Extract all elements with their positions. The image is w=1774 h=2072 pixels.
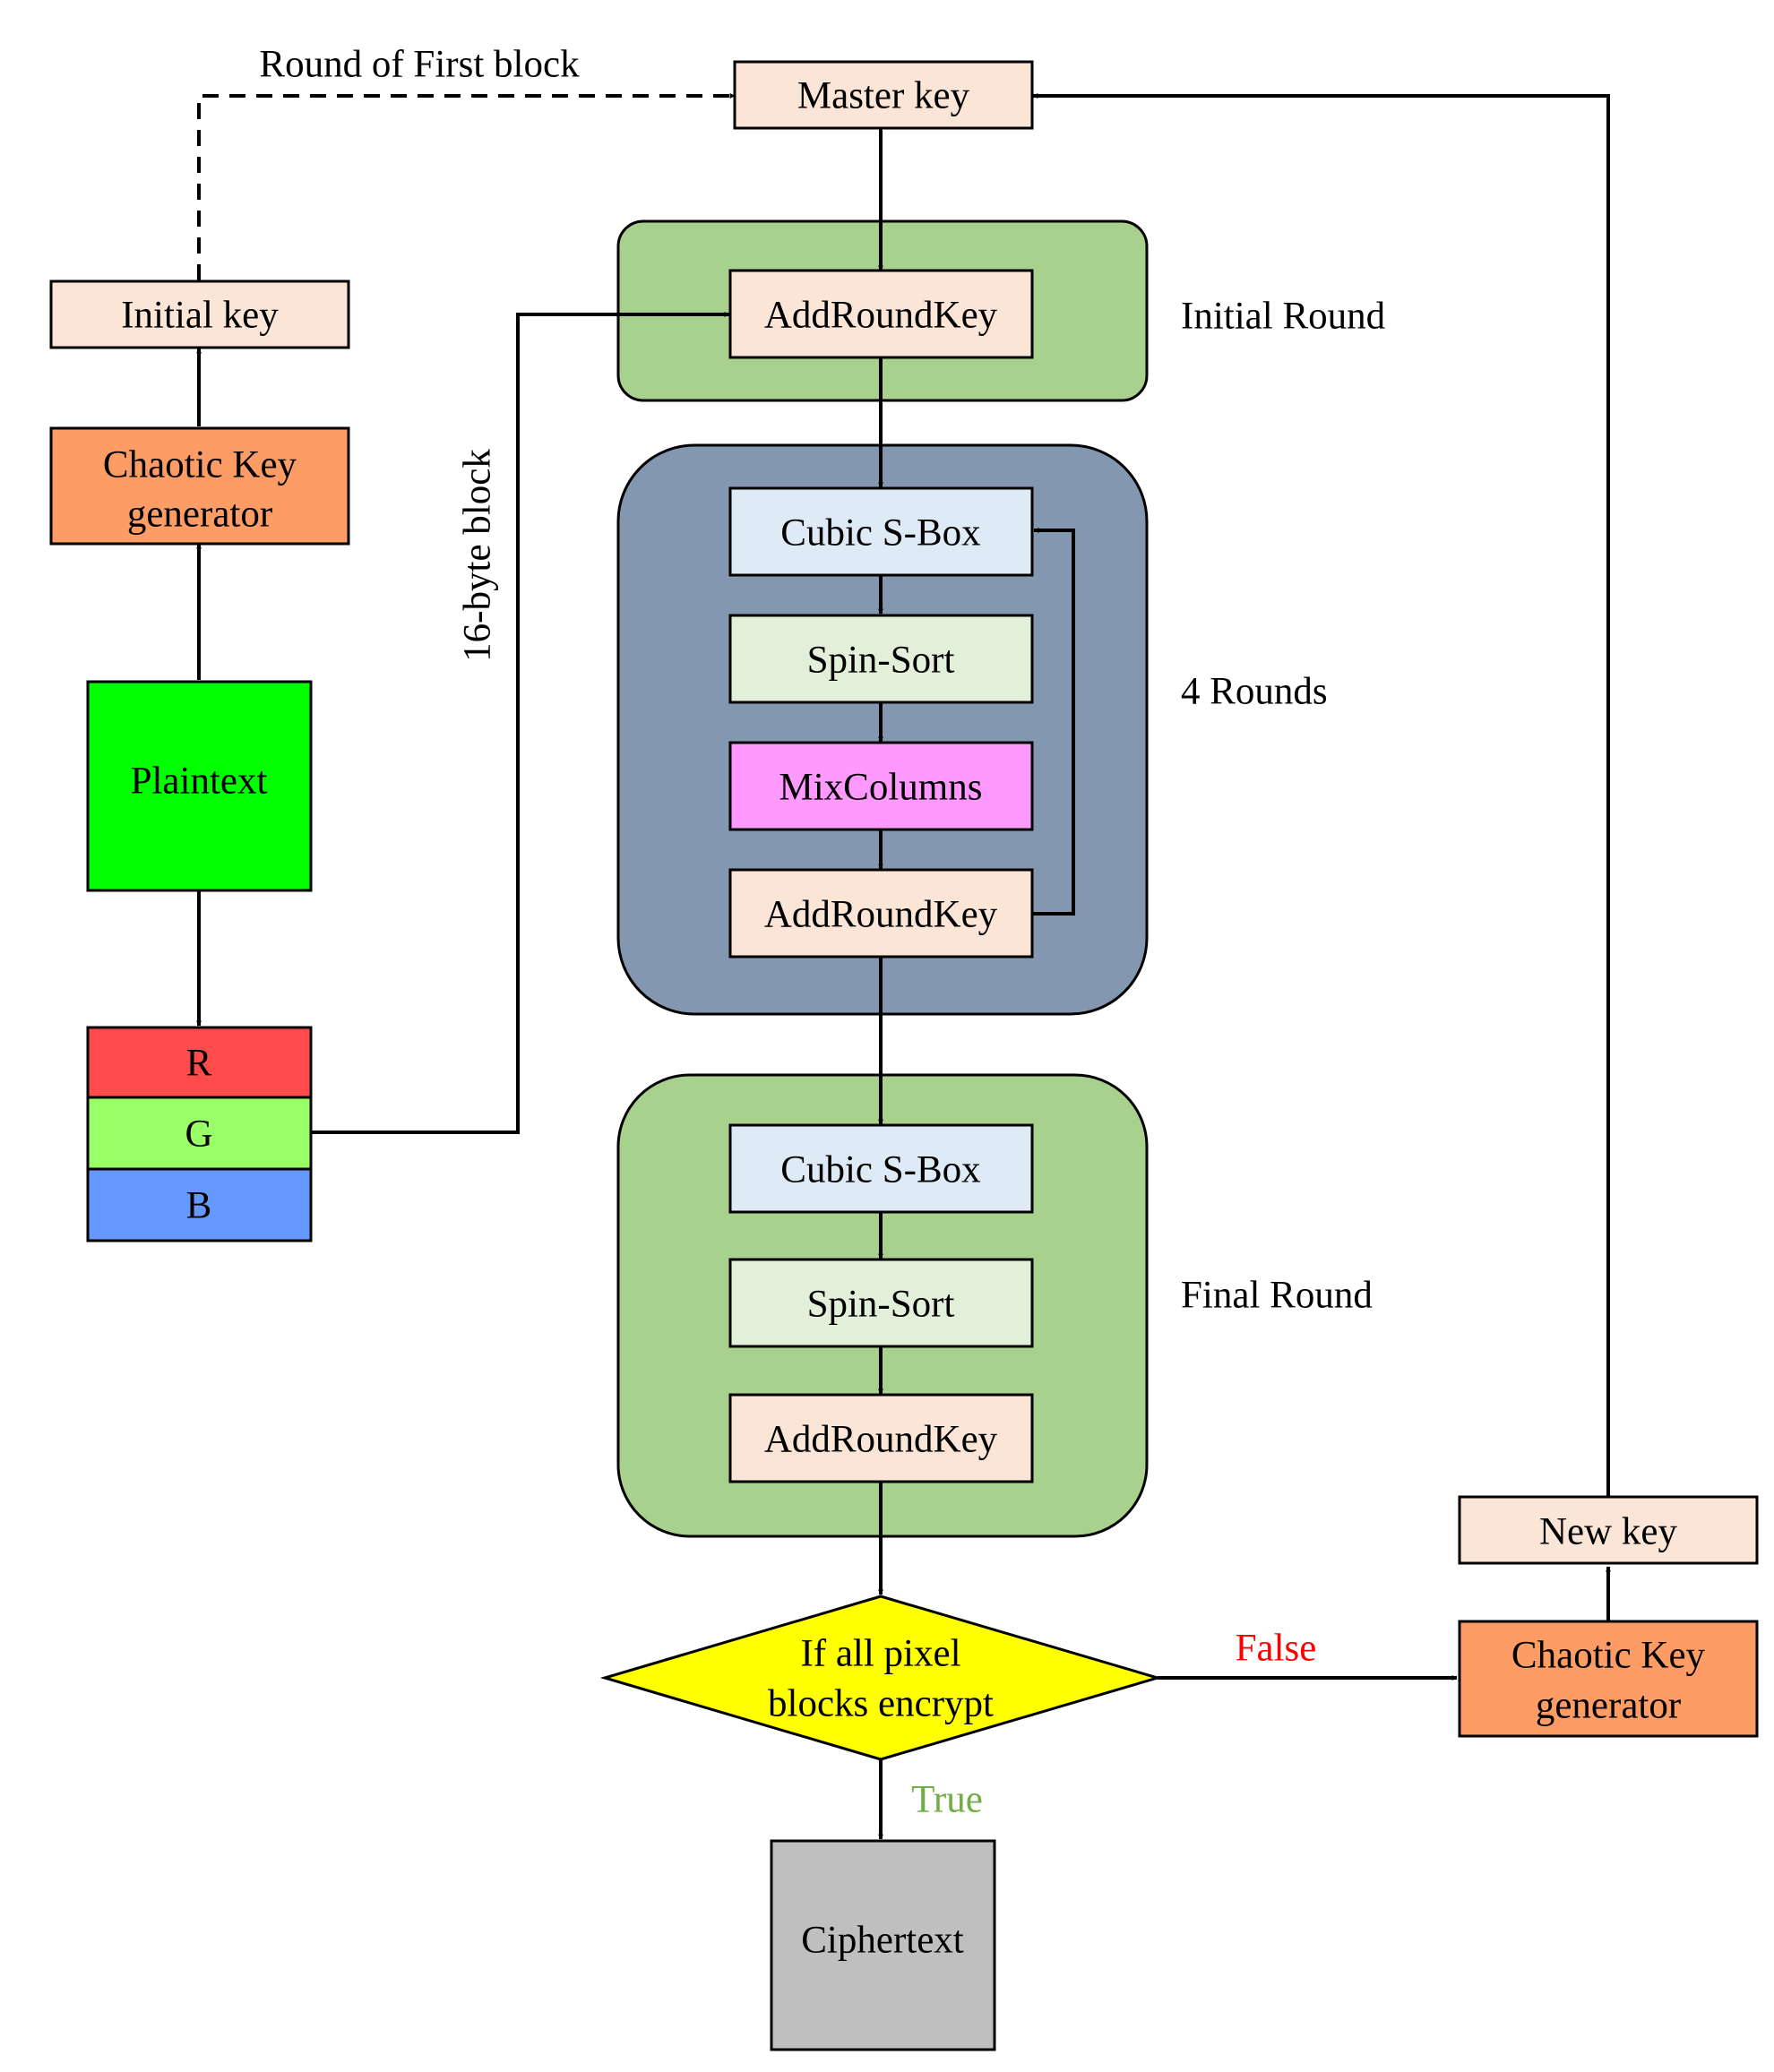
true-branch-label: True xyxy=(911,1779,983,1821)
dashed-first-block-arrow xyxy=(197,93,736,280)
final-spin-sort-label: Spin-Sort xyxy=(807,1284,955,1326)
new-key-to-master-key-arrow xyxy=(1032,93,1610,1496)
final-add-round-key-label: AddRoundKey xyxy=(764,1419,998,1461)
chaotic-key-generator-right-line1: Chaotic Key xyxy=(1511,1635,1706,1677)
block-size-label: 16-byte block xyxy=(457,449,499,662)
decision-diamond xyxy=(599,1595,1163,1761)
mix-columns-box xyxy=(728,741,1034,831)
new-key-label: New key xyxy=(1539,1511,1678,1553)
round-loop-arrow xyxy=(1032,528,1075,916)
chaotic-key-generator-left-line1: Chaotic Key xyxy=(103,444,297,486)
false-branch-label: False xyxy=(1236,1628,1317,1670)
chaotic-key-generator-left-line2: generator xyxy=(127,494,272,536)
main-cubic-sbox-label: Cubic S-Box xyxy=(780,512,980,555)
chaotic-key-generator-right-box xyxy=(1458,1620,1759,1738)
plaintext-box xyxy=(86,680,313,892)
main-add-round-key-label: AddRoundKey xyxy=(764,894,998,936)
final-cubic-sbox-box xyxy=(728,1123,1034,1214)
b-channel-box xyxy=(86,1167,313,1242)
r-channel-label: R xyxy=(186,1043,212,1085)
decision-line1: If all pixel xyxy=(800,1633,960,1675)
final-cubic-sbox-label: Cubic S-Box xyxy=(780,1149,980,1191)
main-spin-sort-box xyxy=(728,614,1034,704)
b-channel-label: B xyxy=(186,1185,212,1227)
main-spin-sort-label: Spin-Sort xyxy=(807,640,955,682)
main-cubic-sbox-box xyxy=(728,486,1034,577)
block-to-add-round-key-arrow xyxy=(311,312,730,1134)
ciphertext-label: Ciphertext xyxy=(801,1920,964,1962)
initial-key-label: Initial key xyxy=(121,295,279,337)
initial-round-label: Initial Round xyxy=(1181,296,1385,338)
g-channel-label: G xyxy=(185,1113,212,1156)
new-key-box xyxy=(1458,1495,1759,1565)
initial-add-round-key-box xyxy=(728,269,1034,359)
decision-line2: blocks encrypt xyxy=(768,1683,994,1725)
r-channel-box xyxy=(86,1026,313,1099)
chaotic-key-generator-left-box xyxy=(49,426,350,546)
main-add-round-key-box xyxy=(728,868,1034,959)
master-key-label: Master key xyxy=(797,75,970,117)
mix-columns-label: MixColumns xyxy=(779,767,983,809)
round-of-first-block-label: Round of First block xyxy=(259,44,580,86)
g-channel-box xyxy=(86,1096,313,1171)
main-rounds-label: 4 Rounds xyxy=(1181,671,1328,713)
chaotic-key-generator-right-line2: generator xyxy=(1536,1685,1681,1727)
final-add-round-key-box xyxy=(728,1393,1034,1483)
ciphertext-box xyxy=(770,1839,996,2051)
master-key-box xyxy=(733,60,1034,130)
initial-key-box xyxy=(49,279,350,349)
plaintext-label: Plaintext xyxy=(131,761,268,803)
initial-add-round-key-label: AddRoundKey xyxy=(764,295,998,337)
final-round-label: Final Round xyxy=(1181,1275,1373,1317)
final-spin-sort-box xyxy=(728,1258,1034,1348)
